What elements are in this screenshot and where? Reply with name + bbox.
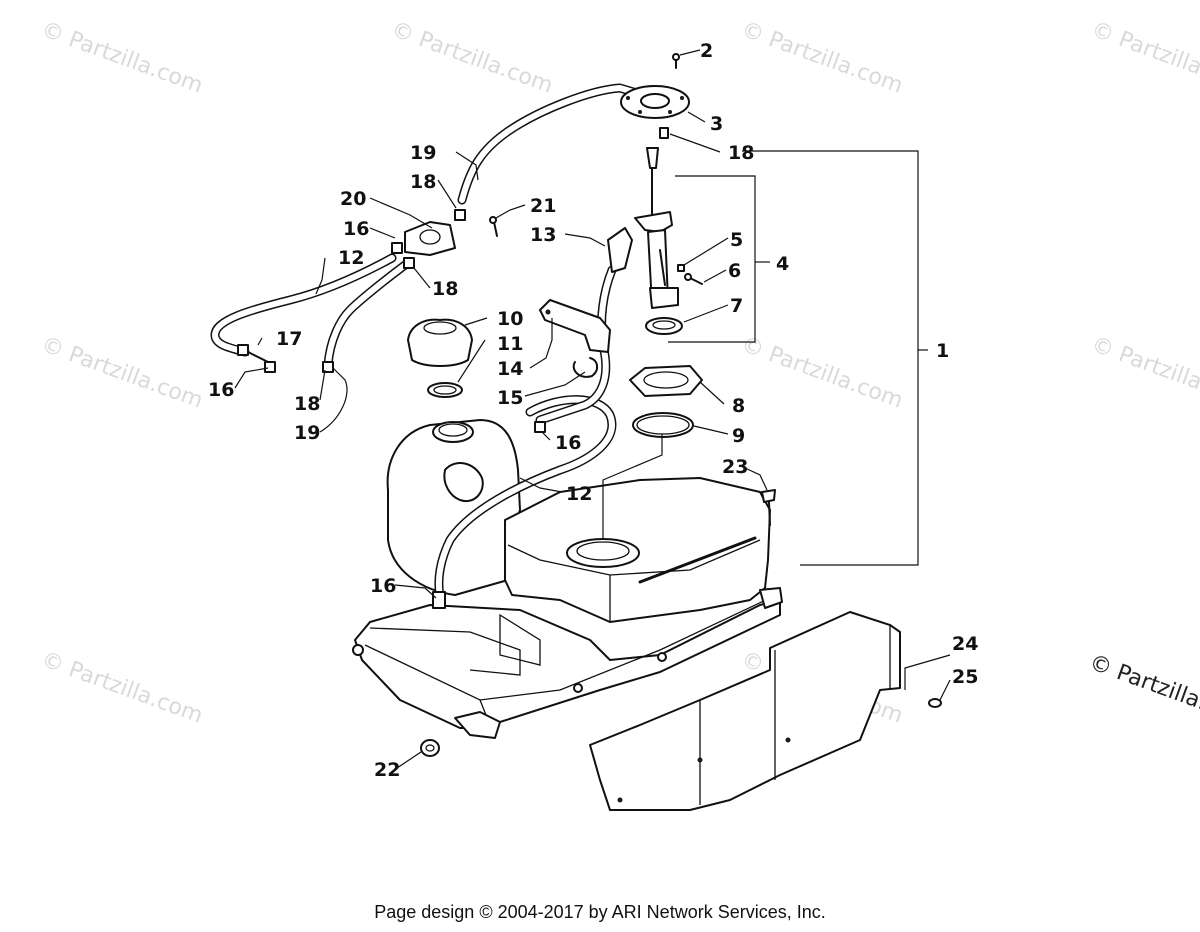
watermark: © Partzilla.com bbox=[1088, 332, 1200, 414]
watermark: © Partzilla.com bbox=[1088, 17, 1200, 99]
corner-watermark: © Partzilla.com bbox=[1086, 650, 1200, 732]
callout-4: 4 bbox=[776, 253, 789, 275]
watermark: © Partzilla.com bbox=[388, 17, 556, 99]
callout-11: 11 bbox=[497, 333, 523, 355]
callout-23: 23 bbox=[722, 456, 748, 478]
callout-5: 5 bbox=[730, 229, 743, 251]
callout-25: 25 bbox=[952, 666, 978, 688]
callout-labels: 1 2 3 4 5 6 7 8 9 10 11 12 12 13 14 15 1… bbox=[208, 40, 978, 781]
callout-19: 19 bbox=[294, 422, 320, 444]
small-parts bbox=[237, 53, 942, 757]
hoses bbox=[210, 83, 665, 601]
callout-7: 7 bbox=[730, 295, 743, 317]
leader-lines bbox=[234, 49, 951, 769]
callout-12: 12 bbox=[338, 247, 364, 269]
callout-16: 16 bbox=[208, 379, 234, 401]
callout-19: 19 bbox=[410, 142, 436, 164]
callout-20: 20 bbox=[340, 188, 366, 210]
callout-13: 13 bbox=[530, 224, 556, 246]
watermark: © Partzilla.com bbox=[38, 17, 206, 99]
callout-10: 10 bbox=[497, 308, 523, 330]
callout-2: 2 bbox=[700, 40, 713, 62]
callout-12: 12 bbox=[566, 483, 592, 505]
callout-22: 22 bbox=[374, 759, 400, 781]
callout-3: 3 bbox=[710, 113, 723, 135]
callout-14: 14 bbox=[497, 358, 523, 380]
fuel-tank bbox=[386, 419, 771, 623]
callout-21: 21 bbox=[530, 195, 556, 217]
watermark: © Partzilla.com bbox=[38, 332, 206, 414]
callout-8: 8 bbox=[732, 395, 745, 417]
callout-15: 15 bbox=[497, 387, 523, 409]
callout-24: 24 bbox=[952, 633, 978, 655]
callout-17: 17 bbox=[276, 328, 302, 350]
callout-6: 6 bbox=[728, 260, 741, 282]
callout-16: 16 bbox=[343, 218, 369, 240]
watermark: © Partzilla.com bbox=[738, 332, 906, 414]
callout-18: 18 bbox=[294, 393, 320, 415]
callout-18: 18 bbox=[432, 278, 458, 300]
watermark: © Partzilla.com bbox=[738, 17, 906, 99]
callout-18: 18 bbox=[410, 171, 436, 193]
watermark: © Partzilla.com bbox=[38, 647, 206, 729]
callout-16: 16 bbox=[370, 575, 396, 597]
heat-shield bbox=[589, 611, 901, 811]
callout-9: 9 bbox=[732, 425, 745, 447]
page-footer: Page design © 2004-2017 by ARI Network S… bbox=[374, 902, 826, 922]
callout-1: 1 bbox=[936, 340, 949, 362]
callout-16: 16 bbox=[555, 432, 581, 454]
callout-18: 18 bbox=[728, 142, 754, 164]
watermarks: © Partzilla.com © Partzilla.com © Partzi… bbox=[38, 17, 1200, 732]
tank-tray bbox=[352, 587, 783, 739]
